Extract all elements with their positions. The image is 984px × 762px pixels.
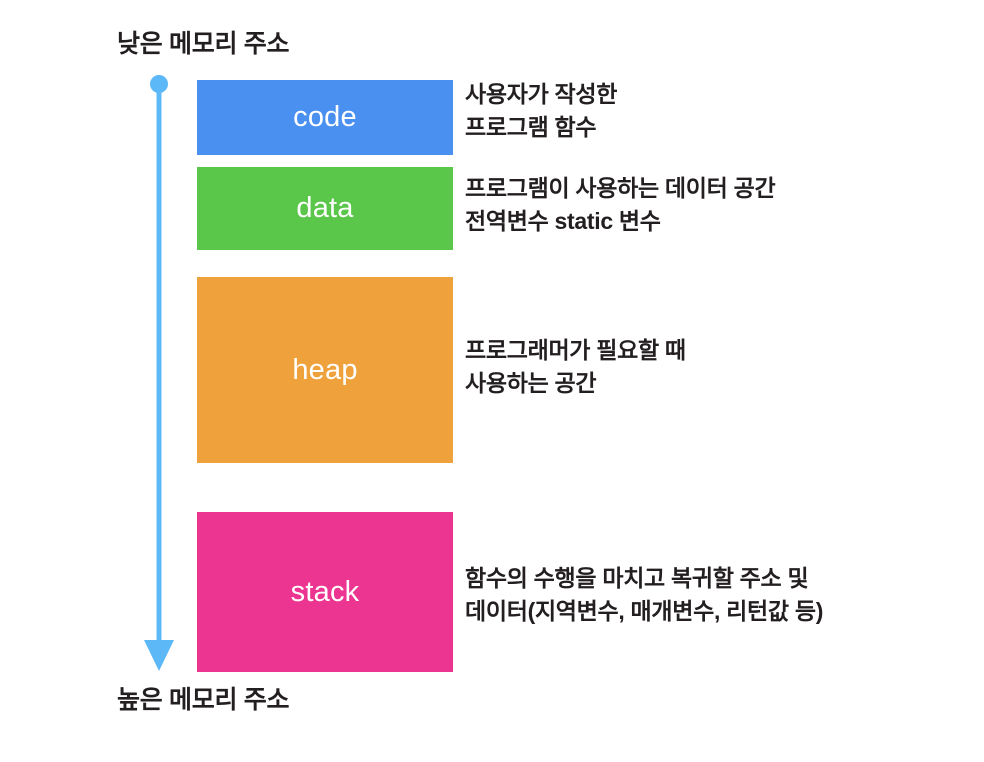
annotation-heap: 프로그래머가 필요할 때 사용하는 공간 <box>465 334 686 399</box>
annotation-heap-line-2: 사용하는 공간 <box>465 369 597 396</box>
segment-label-code: code <box>293 101 357 133</box>
annotation-data-line-1: 프로그램이 사용하는 데이터 공간 <box>465 175 776 201</box>
annotation-stack-line-2: 데이터(지역변수, 매개변수, 리턴값 등) <box>465 597 824 624</box>
high-memory-address-label: 높은 메모리 주소 <box>117 686 290 714</box>
annotation-code-line-2: 프로그램 함수 <box>465 113 597 140</box>
segment-label-data: data <box>296 192 354 224</box>
arrow-head-icon <box>144 640 174 671</box>
annotation-code-line-1: 사용자가 작성한 <box>465 81 618 107</box>
annotation-code: 사용자가 작성한 프로그램 함수 <box>465 78 617 143</box>
annotation-data: 프로그램이 사용하는 데이터 공간 전역변수 static 변수 <box>465 172 776 237</box>
annotation-data-line-2: 전역변수 static 변수 <box>465 207 661 234</box>
segment-block-stack: stack <box>197 512 453 672</box>
segment-label-heap: heap <box>292 353 358 386</box>
segment-block-code: code <box>197 80 453 155</box>
segment-block-data: data <box>197 167 453 250</box>
annotation-heap-line-1: 프로그래머가 필요할 때 <box>465 337 686 363</box>
memory-direction-arrow <box>144 75 174 671</box>
annotation-stack: 함수의 수행을 마치고 복귀할 주소 및 데이터(지역변수, 매개변수, 리턴값… <box>465 562 823 627</box>
low-memory-address-label: 낮은 메모리 주소 <box>117 30 290 58</box>
segment-block-heap: heap <box>197 277 453 463</box>
segment-label-stack: stack <box>290 575 360 608</box>
annotation-stack-line-1: 함수의 수행을 마치고 복귀할 주소 및 <box>465 565 809 591</box>
